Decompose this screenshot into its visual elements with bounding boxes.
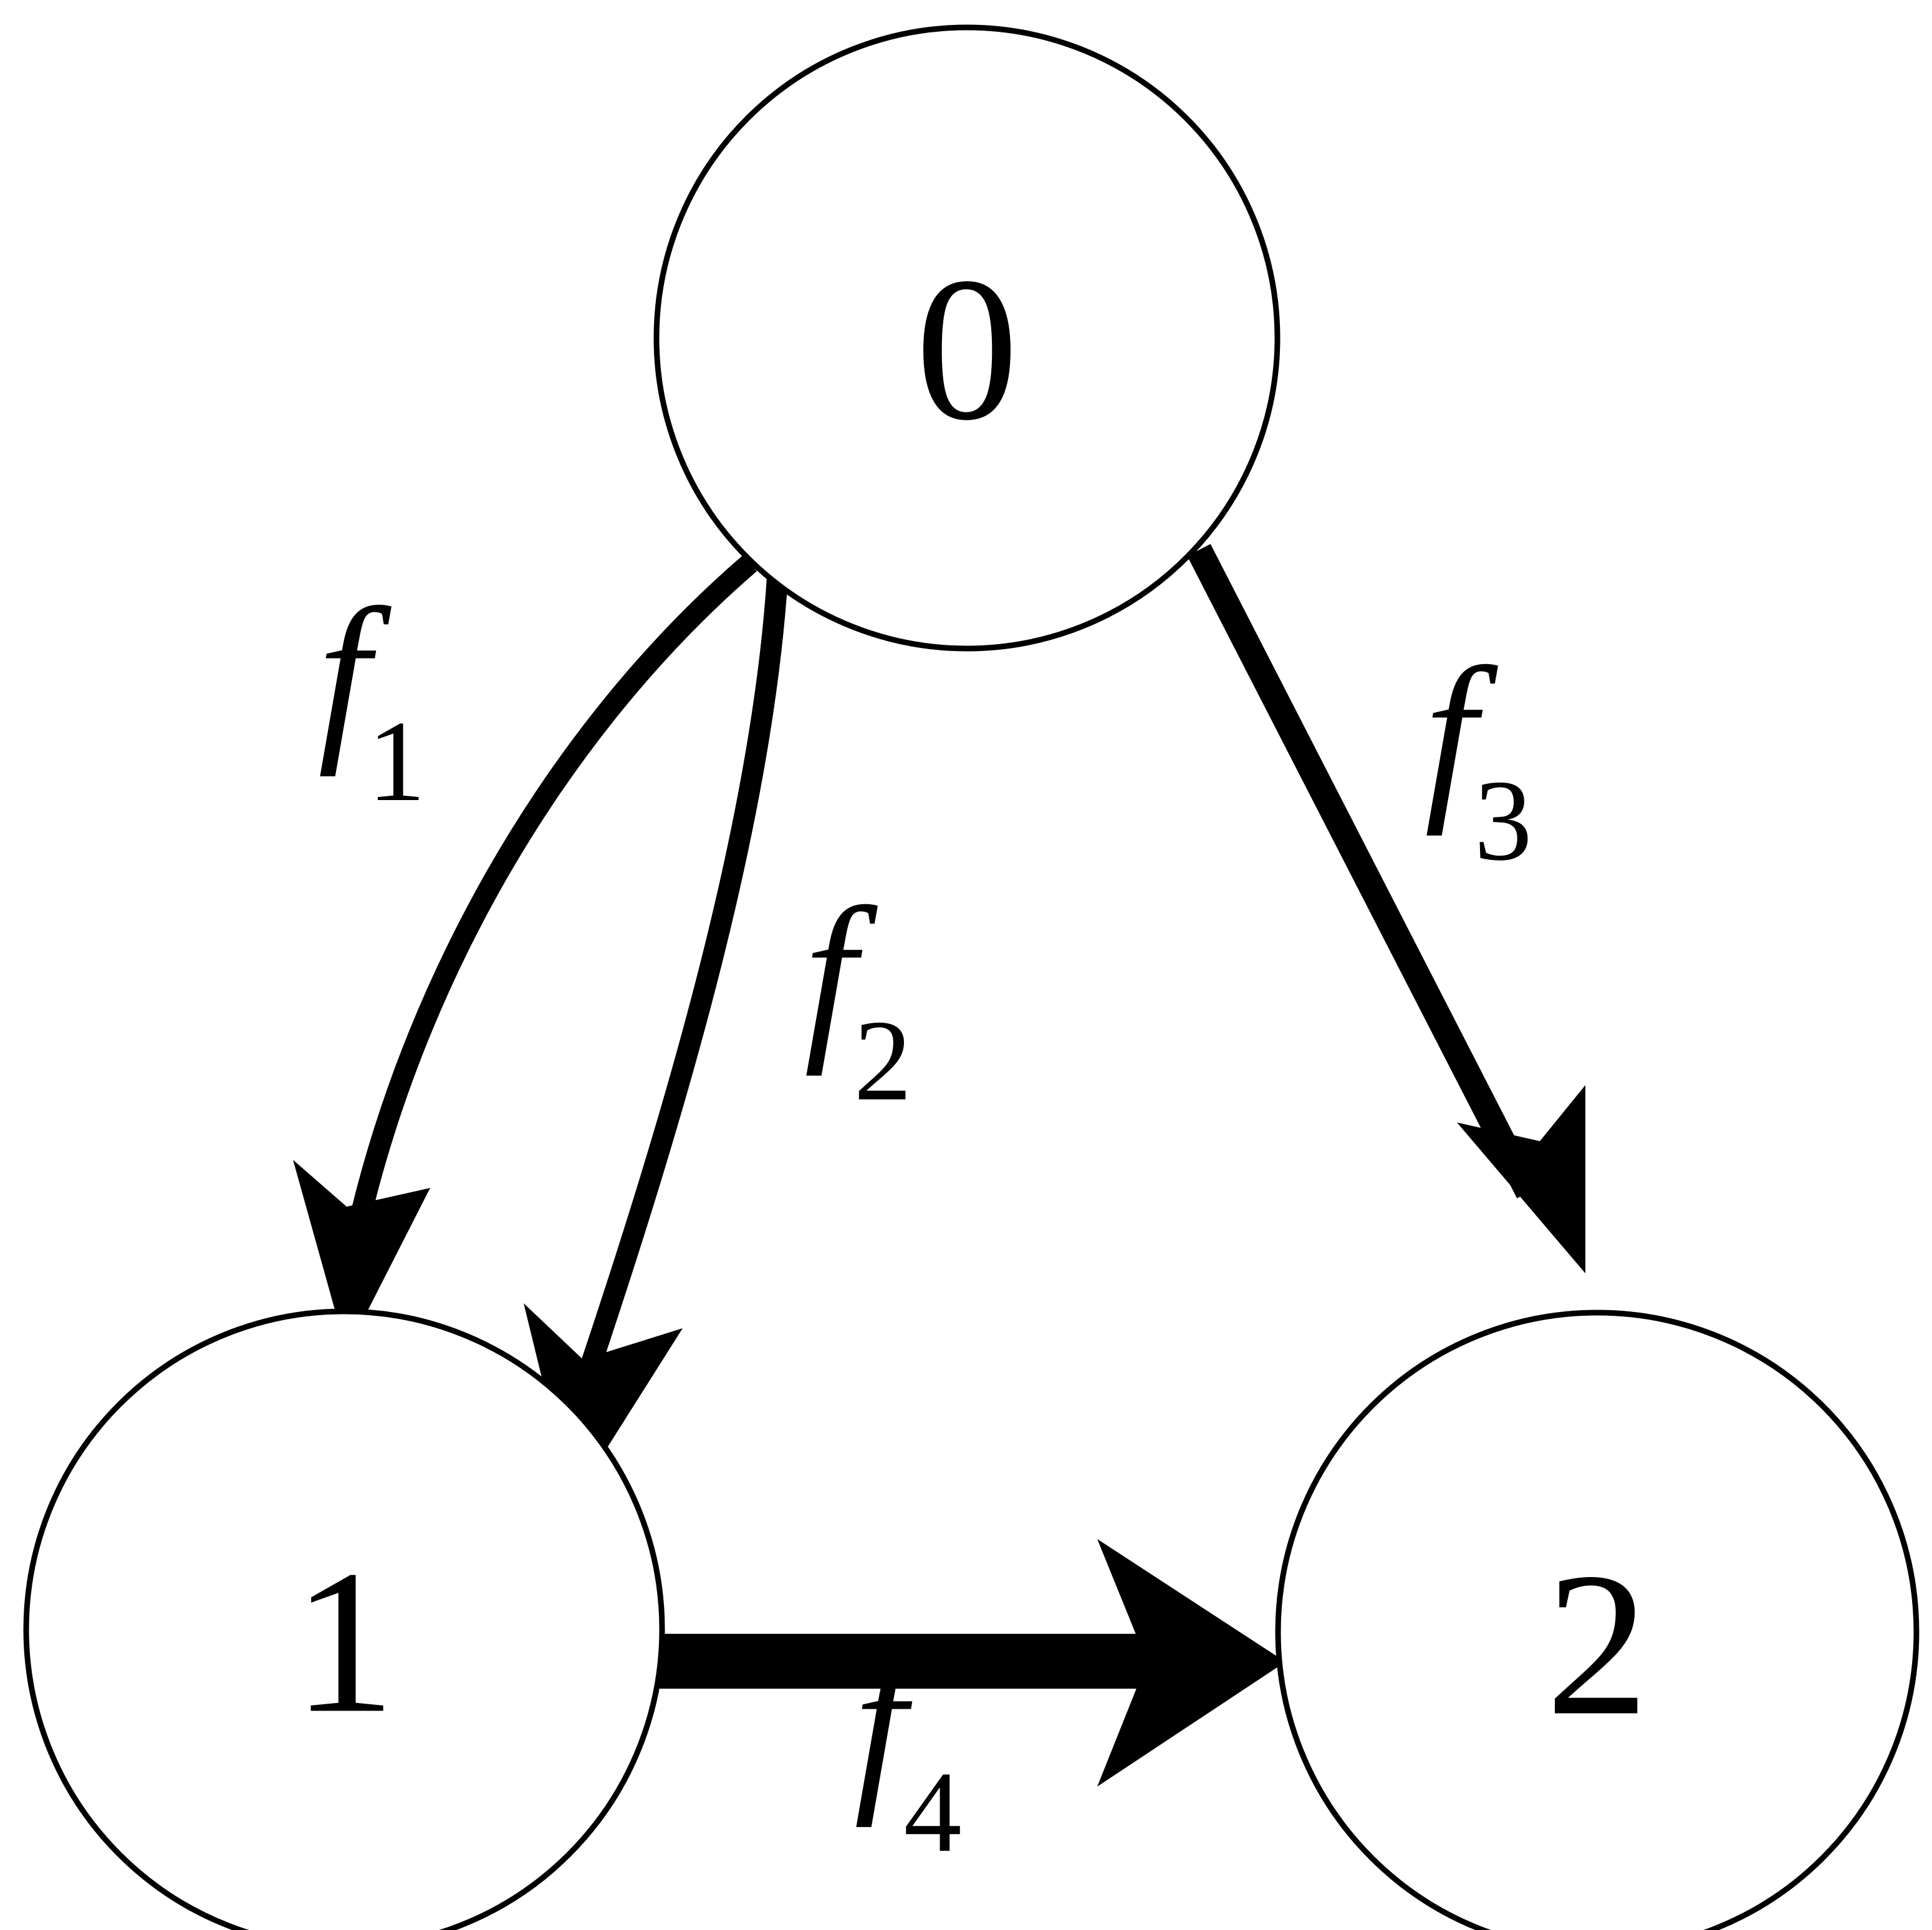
node-0-label: 0 bbox=[916, 236, 1019, 463]
edge-label-f1-subscript: 1 bbox=[367, 697, 426, 826]
node-1-circle bbox=[23, 1308, 665, 1930]
edge-label-f1-base: f bbox=[318, 570, 370, 777]
node-1[interactable]: 1 bbox=[23, 1308, 665, 1930]
edge-label-f3: f3 bbox=[1425, 639, 1534, 879]
edge-f3-arrowhead-icon bbox=[1457, 1085, 1585, 1273]
edge-label-f3-base: f bbox=[1425, 629, 1477, 836]
edge-label-f1: f1 bbox=[318, 580, 428, 819]
edge-f1-arrowhead-icon bbox=[293, 1160, 430, 1352]
edge-f2-path bbox=[564, 554, 789, 1416]
node-2[interactable]: 2 bbox=[1275, 1310, 1920, 1930]
edge-label-f2-base: f bbox=[804, 869, 857, 1076]
edge-label-f2: f2 bbox=[804, 879, 914, 1119]
edge-f2[interactable] bbox=[524, 554, 789, 1503]
edge-f4[interactable] bbox=[660, 1539, 1286, 1787]
edge-label-f4-subscript: 4 bbox=[903, 1747, 962, 1876]
edge-label-f4-base: f bbox=[854, 1621, 906, 1828]
edge-f3-path bbox=[1187, 544, 1540, 1199]
node-2-label: 2 bbox=[1546, 1531, 1649, 1759]
edge-label-f2-subscript: 2 bbox=[853, 996, 912, 1125]
edge-f4-arrowhead-icon bbox=[1097, 1539, 1286, 1787]
node-0-circle bbox=[653, 24, 1281, 652]
edge-f1-path bbox=[339, 555, 757, 1271]
edge-label-f3-subscript: 3 bbox=[1474, 756, 1532, 885]
edge-label-f4: f4 bbox=[854, 1631, 964, 1870]
edge-f1[interactable] bbox=[293, 555, 757, 1352]
node-0[interactable]: 0 bbox=[653, 24, 1281, 652]
node-1-label: 1 bbox=[293, 1528, 396, 1756]
node-2-circle bbox=[1275, 1310, 1920, 1930]
edge-f3[interactable] bbox=[1187, 544, 1585, 1273]
